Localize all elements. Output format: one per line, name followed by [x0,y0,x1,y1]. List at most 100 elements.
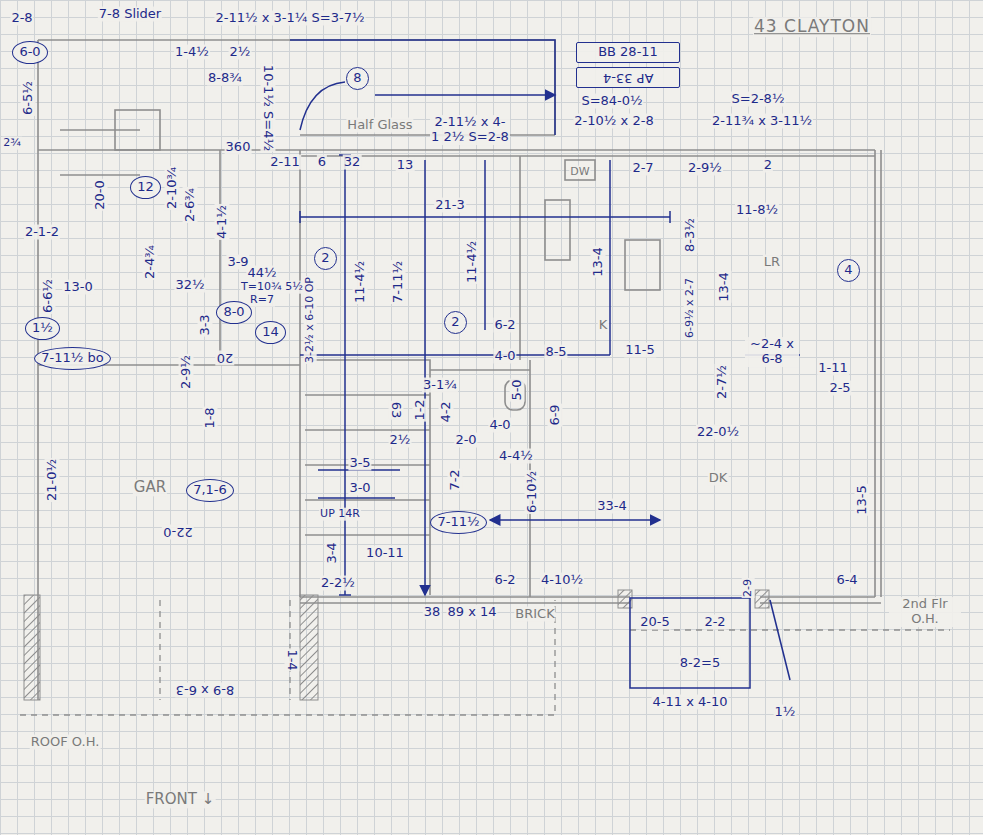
circled-callout: 2 [314,247,337,270]
dimension-label: 6-2 [493,318,516,333]
dimension-label: 3-0 [348,481,371,496]
dimension-label: 2½ [229,45,252,60]
callout-text: 6-0 [19,45,40,60]
dimension-label: 1-11 [817,361,849,376]
dimension-line [770,600,790,680]
dimension-label: 33-4 [596,499,628,514]
circled-callout: 7-11½ bo [34,347,111,370]
roof-overhang [20,600,555,715]
dimension-label: ~2-4 x 6-8 [745,337,799,367]
dimension-label: 2¾ [2,137,22,150]
dimension-label: R=7 [249,294,275,307]
callout-text: 1½ [32,321,53,336]
dimension-label: 5-0 [510,378,525,401]
dimension-label: UP 14R [319,508,361,521]
circled-callout: 1½ [25,317,60,340]
pencil-label: K [598,318,609,333]
dimension-label: 13-4 [591,246,606,278]
pencil-label: DK [708,471,729,486]
wall-lines [38,40,881,700]
dimension-label: 7-8 Slider [98,7,162,22]
dimension-label: 2-4¾ [143,244,158,280]
dimension-line [490,519,660,521]
dimension-label: 13-0 [62,280,94,295]
callout-text: 8-0 [223,305,244,320]
dimension-label: 7-2 [448,468,463,491]
callout-text: 8 [353,71,361,86]
dimension-label: 20 [216,351,235,366]
dimension-label: 4-10½ [540,573,584,588]
dimension-label: 32½ [174,278,205,293]
dimension-label: 13-5 [855,484,870,516]
boxed-note: AP 33-4 [576,67,680,88]
dimension-label: 2-10¾ [165,166,180,210]
dimension-label: 2-11½ x 3-1¼ S=3-7½ [214,11,365,26]
dimension-line [290,40,555,135]
dimension-label: 6-9½ x 2-7 [684,277,697,339]
dimension-label: 21-3 [434,198,466,213]
callout-text: 4 [844,263,852,278]
bay-outline [630,598,750,688]
circled-callout: 7,1-6 [186,479,234,502]
pencil-label: DW [569,166,590,179]
callout-text: 7-11½ [437,515,479,530]
circled-callout: 12 [130,176,161,199]
dimension-label: 1-2 [413,398,428,421]
pencil-label: LR [763,255,781,270]
door-swing [300,82,345,130]
overhang-lines [20,600,950,715]
second-floor-overhang [630,629,950,630]
dimension-label: 22-0½ [696,425,740,440]
dimension-line [318,470,400,498]
pencil-walls [38,40,881,700]
callout-text: BB 28-11 [598,45,658,60]
dishwasher [565,160,595,180]
dimension-label: 3-2½ x 6-10 OP [304,276,317,364]
pencil-label: ROOF O.H. [30,735,101,750]
dimension-label: 1-8 [203,406,218,429]
dimension-label: 63 [389,401,404,420]
dimension-label: 4-2 [439,400,454,423]
dimension-label: 22-0 [162,525,194,540]
circled-callout: 14 [255,321,286,344]
dimension-label: 2-1-2 [24,225,60,240]
dimension-label: 2-9½ [179,354,194,390]
dimension-label: 3-4 [325,541,340,564]
dimension-label: 8-5 [544,345,567,360]
dimension-label: 20-5 [639,615,671,630]
callout-text: 7-11½ bo [41,351,103,366]
pencil-label: GAR [133,479,167,496]
dimension-label: 2-11 [269,155,301,170]
dimension-label: 2-7 [631,161,654,176]
dimension-label: 6-9 [548,403,563,426]
dimension-label: 4-0 [488,418,511,433]
callout-text: 7,1-6 [193,483,227,498]
dimension-label: 11-8½ [735,203,779,218]
pencil-label: 2nd Flr O.H. [889,597,961,627]
dimension-label: 2 [763,158,773,173]
dimension-label: 2-2 [703,615,726,630]
plan-title: 43 CLAYTON [753,17,871,37]
dimension-label: 2½ [389,433,412,448]
dimension-label: 4-0 [493,349,516,364]
dimension-label: 6-2 [493,573,516,588]
pencil-label: Half Glass [346,118,413,133]
callout-text: 14 [262,325,279,340]
callout-text: 2 [321,251,329,266]
dimension-label: 2-2½ [320,576,356,591]
dimension-label: 4-11 x 4-10 [652,695,729,710]
dimension-label: 10-1½ S=4½ [261,64,276,152]
dimension-label: 20-0 [93,179,108,211]
dimension-label: 8-8¾ [207,71,243,86]
dimension-label: 7-11½ [391,260,406,304]
dimension-label: 2-11¾ x 3-11½ [711,114,813,129]
circled-callout: 8-0 [216,301,252,324]
dimension-line [609,160,611,355]
dimension-label: 8-2=5 [679,656,721,671]
dimension-label: 2-8 [10,11,33,26]
dimension-label: 2-9½ [687,161,723,176]
hatched-post [755,590,769,608]
dimension-label: 2-6¾ [183,187,198,223]
